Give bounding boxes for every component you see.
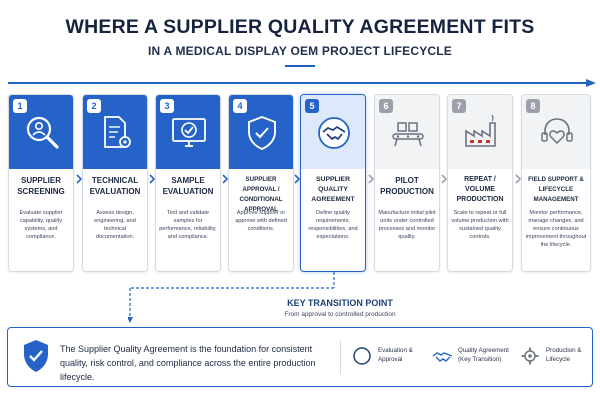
step-card-2[interactable]: 2 TECHNICAL EVALUATION Assess design, en…	[82, 94, 148, 272]
step-number: 1	[13, 99, 27, 113]
step-card-header: 4	[229, 95, 293, 169]
step-description: Monitor performance, manage changes, and…	[525, 210, 587, 248]
step-number: 8	[526, 99, 540, 113]
page-subtitle: IN A MEDICAL DISPLAY OEM PROJECT LIFECYC…	[148, 44, 452, 58]
step-number: 7	[452, 99, 466, 113]
step-description: Test and validate samples for performanc…	[159, 210, 217, 240]
handshake-icon	[432, 352, 453, 362]
legend-label: Evaluation & Approval	[378, 347, 413, 363]
factory-icon	[465, 114, 496, 147]
step-card-header: 3	[156, 95, 220, 169]
chevron-right-icon	[148, 174, 155, 184]
step-card-header: 7	[448, 95, 512, 169]
step-card-header: 8	[522, 95, 590, 169]
step-description: Assess design, engineering, and technica…	[94, 210, 136, 240]
step-title: REPEAT / VOLUME PRODUCTION	[456, 176, 504, 203]
step-description: Manufacture initial pilot units under co…	[378, 210, 436, 240]
transition-title: KEY TRANSITION POINT	[287, 298, 393, 308]
step-card-6[interactable]: 6 PILOT PRODUCTION Manufacture initial p…	[374, 94, 440, 272]
step-title: SUPPLIER SCREENING	[17, 176, 65, 196]
step-number: 5	[305, 99, 319, 113]
legend-item-production: Production & Lifecycle	[520, 342, 592, 372]
document-gear-icon	[104, 116, 131, 148]
lifecycle-flow-arrow	[8, 79, 596, 87]
step-card-5[interactable]: 5 SUPPLIER QUALITY AGREEMENT Define qual…	[300, 94, 366, 272]
step-title: SUPPLIER QUALITY AGREEMENT	[311, 176, 355, 203]
gear-icon	[521, 347, 539, 365]
legend-item-agreement: Quality Agreement (Key Transition)	[432, 342, 518, 372]
step-card-header: 5	[301, 95, 365, 169]
shield-check-icon	[24, 340, 48, 372]
step-number: 4	[233, 99, 247, 113]
step-card-8[interactable]: 8 FIELD SUPPORT & LIFECYCLE MANAGEMENT M…	[521, 94, 591, 272]
chevron-right-icon	[367, 174, 374, 184]
heart-headset-icon	[541, 118, 573, 145]
step-number: 3	[160, 99, 174, 113]
step-number: 6	[379, 99, 393, 113]
step-title: FIELD SUPPORT & LIFECYCLE MANAGEMENT	[528, 176, 584, 203]
step-number: 2	[87, 99, 101, 113]
transition-subtitle: From approval to controlled production	[284, 311, 396, 318]
legend-label: Quality Agreement (Key Transition)	[458, 347, 509, 363]
step-description: Approve supplier or approve with defined…	[235, 210, 287, 232]
step-description: Evaluate supplier capability, quality sy…	[19, 210, 63, 240]
step-description: Scale to repeat or full volume productio…	[451, 210, 509, 240]
step-card-header: 1	[9, 95, 73, 169]
step-card-7[interactable]: 7 REPEAT / VOLUME PRODUCTION Scale to re…	[447, 94, 513, 272]
chevron-right-icon	[75, 174, 82, 184]
legend-label: Production & Lifecycle	[546, 347, 582, 363]
chevron-right-icon	[514, 174, 521, 184]
step-title: PILOT PRODUCTION	[380, 176, 434, 196]
transition-connector	[128, 272, 335, 323]
step-title: SAMPLE EVALUATION	[162, 176, 214, 196]
step-card-3[interactable]: 3 SAMPLE EVALUATION Test and validate sa…	[155, 94, 221, 272]
chevron-right-icon	[221, 174, 228, 184]
magnifier-person-icon	[26, 116, 59, 149]
step-description: Define quality requirements, responsibil…	[308, 210, 358, 240]
page-title: WHERE A SUPPLIER QUALITY AGREEMENT FITS	[65, 16, 535, 38]
legend-item-evaluation: Evaluation & Approval	[352, 342, 432, 372]
circle-icon	[353, 347, 371, 365]
step-title: SUPPLIER APPROVAL / CONDITIONAL APPROVAL	[239, 176, 283, 213]
handshake-icon	[318, 117, 350, 149]
step-card-4[interactable]: 4 SUPPLIER APPROVAL / CONDITIONAL APPROV…	[228, 94, 294, 272]
step-title: TECHNICAL EVALUATION	[89, 176, 141, 196]
step-card-header: 2	[83, 95, 147, 169]
conveyor-icon	[392, 122, 424, 147]
step-card-1[interactable]: 1 SUPPLIER SCREENING Evaluate supplier c…	[8, 94, 74, 272]
monitor-check-icon	[172, 118, 206, 147]
panel-divider	[340, 340, 341, 374]
summary-statement: The Supplier Quality Agreement is the fo…	[60, 344, 316, 382]
title-underline	[285, 65, 315, 67]
step-card-header: 6	[375, 95, 439, 169]
chevron-right-icon	[294, 174, 301, 184]
shield-check-icon	[248, 115, 276, 151]
summary-panel: The Supplier Quality Agreement is the fo…	[7, 327, 593, 387]
chevron-right-icon	[441, 174, 448, 184]
